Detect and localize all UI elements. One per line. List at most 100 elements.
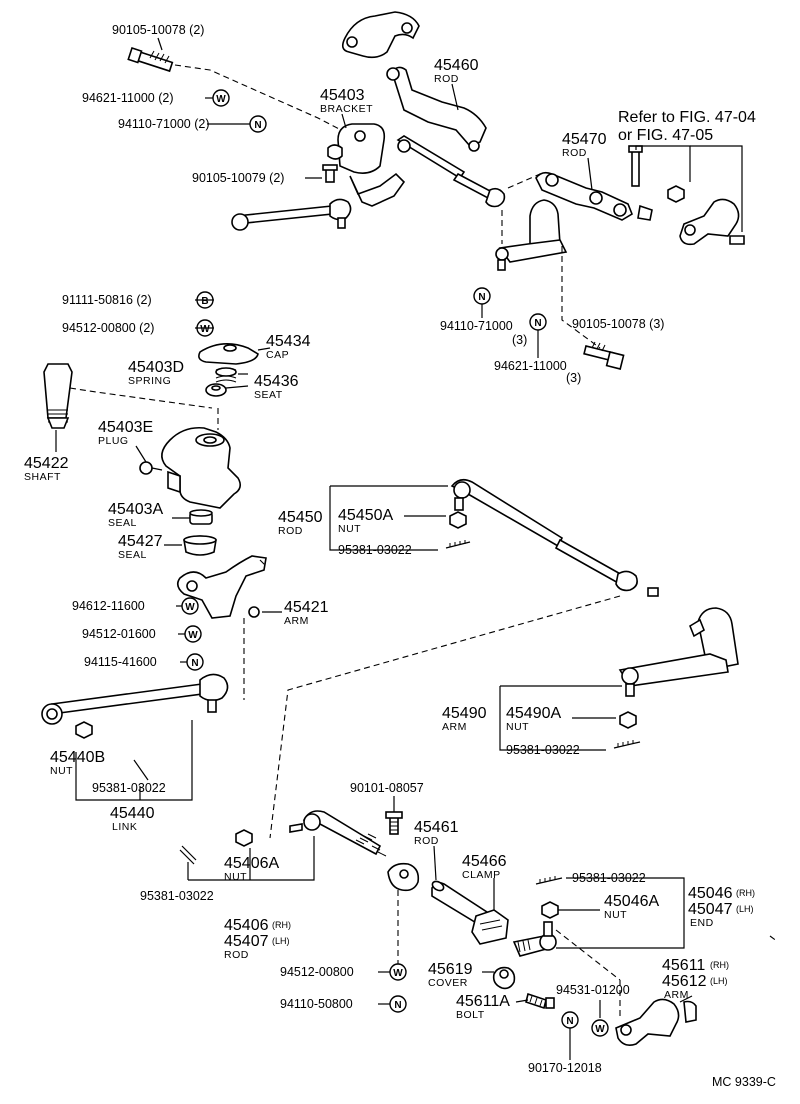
arm-45421-drawing [176,555,267,619]
label-rod-45407: 45407 [224,933,269,950]
end-45046-drawing [512,921,557,957]
rod-45450-drawing [450,478,659,597]
svg-text:W: W [188,630,198,641]
svg-text:W: W [185,602,195,613]
label-arm-45612: 45612 [662,973,707,990]
svg-text:W: W [200,324,210,335]
label-nut-45046a-name: NUT [604,909,627,921]
label-nut-45490a-name: NUT [506,721,529,733]
nut-symbol-c: N [473,287,491,305]
label-rod-45406-side: (RH) [272,920,291,930]
nut-symbol-e: N [186,653,204,671]
label-bracket-name: BRACKET [320,103,373,115]
relay-rod-upper-drawing [396,135,506,208]
label-rod-45450-name: ROD [278,525,303,537]
label-washer-94512-01600: 94512-01600 [82,627,156,641]
bracket-45403-drawing [327,123,406,207]
pin-95381-03022-e-drawing [179,845,197,865]
arm-45611-drawing [615,998,697,1046]
label-bolt-90105-10078-2: 90105-10078 (2) [112,23,204,37]
socket-drawing [387,862,420,892]
label-nut-94110-71000-2: 94110-71000 (2) [118,117,210,131]
label-rod-45406: 45406 [224,917,269,934]
footer-code: MC 9339-C [712,1075,776,1089]
svg-text:W: W [595,1024,605,1035]
label-seal-45427-name: SEAL [118,549,147,561]
label-rod-45407-side: (LH) [272,936,290,946]
reference-nut-drawing [667,185,685,203]
nut-45450a-drawing [449,511,467,529]
nut-symbol-a: N [249,115,267,133]
washer-symbol-f: W [184,625,202,643]
pin-95381-03022-d-drawing [535,876,563,885]
label-bush-91111-50816-2: 91111-50816 (2) [62,293,152,307]
label-washer-94512-00800-2: 94512-00800 (2) [62,321,154,335]
bolt-90105-10078-3-drawing [583,341,625,370]
label-nut-45440b-name: NUT [50,765,73,777]
nut-45490a-drawing [619,711,637,729]
label-washer-94621-11000-3: 94621-11000 [494,359,567,373]
label-cover-45619: 45619 [428,961,473,978]
link-45440-drawing [41,673,229,725]
label-rod-45461-name: ROD [414,835,439,847]
label-nut-94115-41600: 94115-41600 [84,655,157,669]
nut-symbol-g: N [389,995,407,1013]
bolt-45611a-drawing [525,992,555,1010]
idler-arm-top-drawing [495,199,568,271]
washer-symbol-e: W [181,597,199,615]
label-end-45046: 45046 [688,885,733,902]
label-nut-45406a: 45406A [224,855,279,872]
label-arm-45421-name: ARM [284,615,309,627]
pin-95381-03022-b-drawing [613,740,641,749]
label-bolt-90101-08057: 90101-08057 [350,781,424,795]
label-nut-45406a-name: NUT [224,871,247,883]
label-bolt-90105-10078-3: 90105-10078 (3) [572,317,664,331]
washer-symbol-h: W [591,1019,609,1037]
label-nut-90170-12018: 90170-12018 [528,1061,602,1075]
bolt-90101-08057-drawing [385,811,403,835]
washer-symbol-d: W [196,319,214,337]
rod-45460-drawing [386,66,487,152]
label-rod-45460-name: ROD [434,73,459,85]
label-nut-45450a-name: NUT [338,523,361,535]
label-link-45440-name: LINK [112,821,137,833]
clamp-45466-drawing [471,909,509,945]
label-spring-name: SPRING [128,375,171,387]
label-arm-45612-side: (LH) [710,976,728,986]
label-pin-95381-03022-a: 95381-03022 [338,543,412,557]
reference-note-line1: Refer to FIG. 47-04 [618,109,756,126]
nut-symbol-h: N [561,1011,579,1029]
label-pin-95381-03022-d: 95381-03022 [572,871,646,885]
label-plug-45403e: 45403E [98,419,153,436]
label-arm-45611-name: ARM [664,989,689,1001]
label-rod-45461: 45461 [414,819,459,836]
spring-45403d-drawing [215,367,237,383]
label-nut-45046a: 45046A [604,893,659,910]
label-spring-45403d: 45403D [128,359,184,376]
bracket-housing-drawing [161,426,242,509]
label-shaft-45422: 45422 [24,455,69,472]
washer-symbol-g: W [389,963,407,981]
label-end-name: END [690,917,714,929]
svg-text:N: N [191,658,198,669]
bolt-90105-10078-drawing [127,46,174,73]
label-washer-94612-11600: 94612-11600 [72,599,145,613]
label-arm-45490-name: ARM [442,721,467,733]
cap-45434-drawing [198,343,259,365]
label-end-45046-side: (RH) [736,888,755,898]
label-nut-94110-71000-3-qty: (3) [512,333,527,347]
reference-bolt-drawing [628,145,643,187]
bolt-90105-10079-drawing [322,164,338,183]
seal-45427-drawing [183,535,217,556]
nut-45406a-drawing [235,829,253,847]
tie-rod-upper-left-drawing [231,198,352,231]
shaft-45422-drawing [43,363,73,429]
label-shaft-name: SHAFT [24,471,61,483]
reference-note-line2: or FIG. 47-05 [618,127,713,144]
label-washer-94531-01200: 94531-01200 [556,983,630,997]
washer-symbol-a: W [212,89,230,107]
svg-text:N: N [478,292,485,303]
knuckle-arm-top-right-drawing [679,198,745,246]
arm-45490-drawing [618,607,739,697]
plug-45403e-drawing [139,461,163,475]
